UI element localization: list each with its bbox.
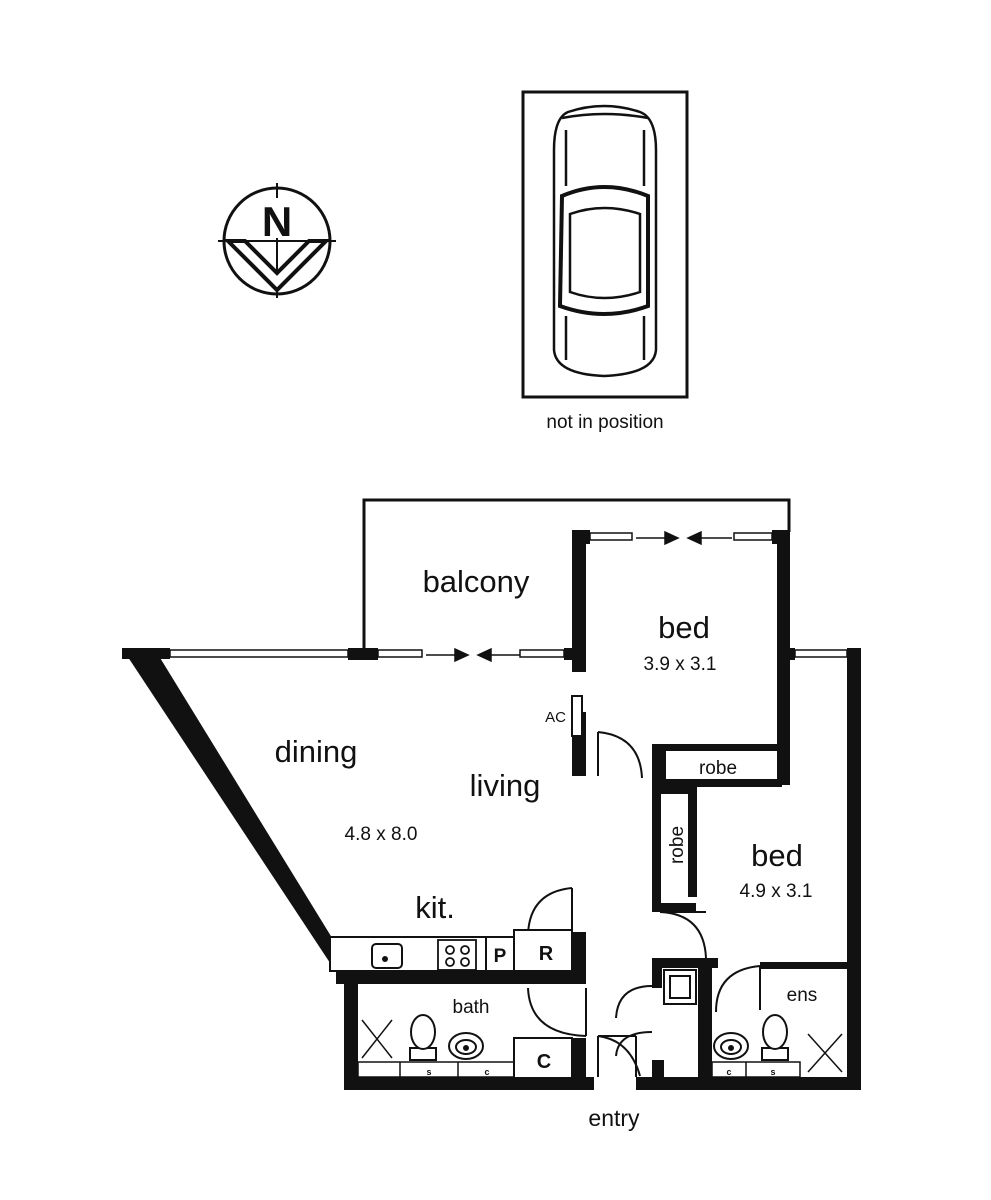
kitchen-label: kit. xyxy=(415,890,455,925)
entry-label: entry xyxy=(588,1105,640,1131)
doors xyxy=(527,731,761,1077)
bathroom: s c C xyxy=(357,1014,573,1079)
bed1-size: 3.9 x 3.1 xyxy=(644,654,717,675)
ac-unit xyxy=(571,695,583,737)
compass-icon: N xyxy=(218,183,336,298)
ensuite-label: ens xyxy=(787,985,818,1006)
carport-note: not in position xyxy=(546,412,663,433)
sink-icon xyxy=(371,943,403,969)
ac-label: AC xyxy=(545,709,566,726)
ens-s-label: s xyxy=(770,1067,775,1077)
balcony-outline xyxy=(362,498,791,648)
ensuite: c s xyxy=(711,1014,843,1078)
compass-letter: N xyxy=(262,198,292,245)
kitchen-bench: P R xyxy=(329,929,575,972)
cupboard-label: C xyxy=(537,1051,551,1073)
basin-icon xyxy=(713,1032,749,1060)
ens-c-label: c xyxy=(726,1067,731,1077)
walls xyxy=(122,530,861,1090)
car-icon xyxy=(552,104,658,378)
shower-icon xyxy=(361,1019,393,1059)
robe2-label: robe xyxy=(667,826,688,864)
bath-c-label: c xyxy=(484,1067,489,1077)
hot-water-unit xyxy=(663,969,697,1005)
balcony-label: balcony xyxy=(423,564,530,599)
pantry-label: P xyxy=(494,946,507,967)
living-label: living xyxy=(470,768,541,803)
bed2-size: 4.9 x 3.1 xyxy=(740,881,813,902)
living-size: 4.8 x 8.0 xyxy=(345,824,418,845)
robe1-label: robe xyxy=(699,758,737,779)
bed2-label: bed xyxy=(751,838,803,873)
shower-icon xyxy=(807,1033,843,1073)
bed1-label: bed xyxy=(658,610,710,645)
dining-label: dining xyxy=(275,734,358,769)
cooktop-icon xyxy=(437,939,477,971)
basin-icon xyxy=(448,1032,484,1060)
fridge-label: R xyxy=(539,943,554,965)
sliding-door-arrows xyxy=(426,530,732,663)
fridge xyxy=(513,929,573,972)
bath-label: bath xyxy=(453,997,490,1018)
cupboard xyxy=(513,1037,573,1079)
windows xyxy=(169,532,848,658)
toilet-icon xyxy=(409,1014,437,1061)
carport: not in position xyxy=(521,90,689,433)
toilet-icon xyxy=(761,1014,789,1061)
bath-s-label: s xyxy=(426,1067,431,1077)
